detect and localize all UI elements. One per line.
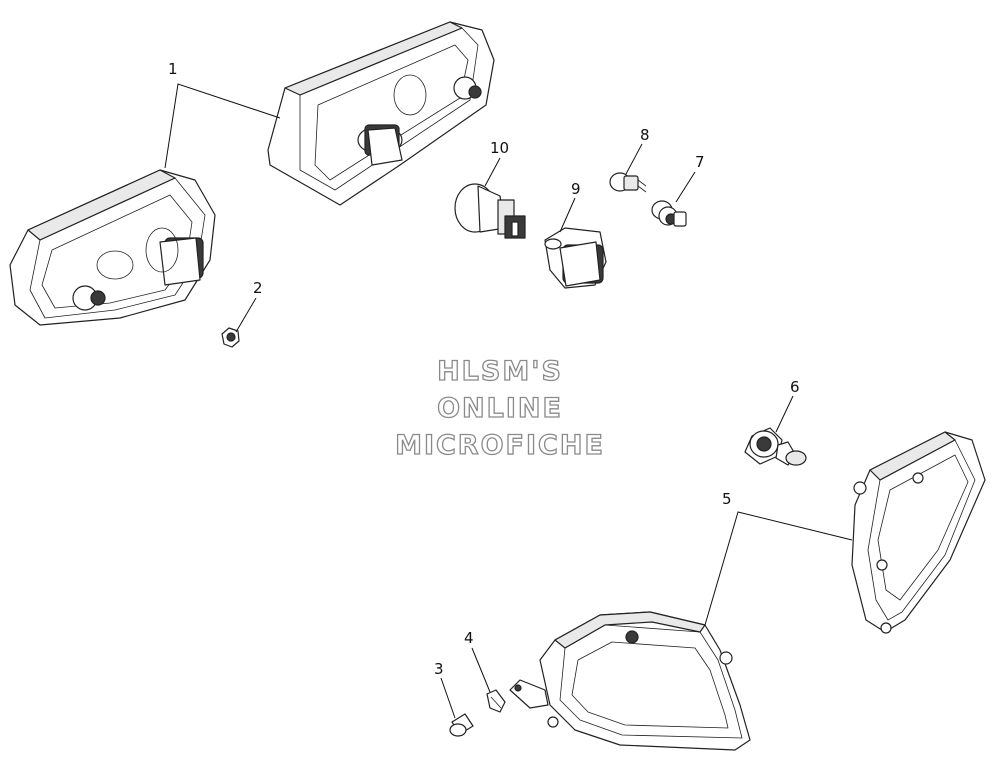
tail-light-assembly-lower [9, 169, 216, 326]
leader-8 [625, 143, 643, 175]
headlight-assembly-lower [509, 611, 751, 751]
watermark-line-1: HLSM'S [437, 356, 563, 387]
tail-light-assembly-upper [267, 21, 495, 206]
leader-1 [164, 83, 281, 169]
callout-5: 5 [722, 490, 732, 508]
watermark-line-3: MICROFICHE [395, 430, 605, 461]
headlight-bulb-part [744, 427, 807, 466]
callout-10: 10 [490, 139, 509, 157]
watermark: HLSM'S ONLINE MICROFICHE [394, 355, 605, 461]
callout-4: 4 [464, 629, 474, 647]
bulb-socket-part [544, 227, 607, 289]
nut-part [221, 327, 240, 348]
callout-8: 8 [640, 126, 650, 144]
screw-part [449, 713, 474, 737]
leader-9 [559, 197, 576, 233]
leader-2 [235, 297, 257, 333]
callout-numbers: 1 2 3 4 5 6 7 8 9 10 [168, 60, 800, 678]
callout-7: 7 [695, 153, 705, 171]
leader-4 [471, 647, 491, 693]
bulb-large-part [454, 183, 526, 239]
callout-9: 9 [571, 180, 581, 198]
wedge-socket-part [651, 200, 687, 227]
clip-part [486, 689, 506, 713]
bulb-small-part [609, 172, 647, 193]
callout-6: 6 [790, 378, 800, 396]
callout-2: 2 [253, 279, 263, 297]
leader-5 [704, 511, 853, 626]
watermark-line-2: ONLINE [437, 393, 563, 424]
leader-6 [775, 395, 794, 433]
callout-3: 3 [434, 660, 444, 678]
leader-lines [164, 83, 853, 719]
headlight-assembly-right [851, 431, 986, 634]
leader-7 [675, 171, 696, 203]
leader-3 [440, 677, 456, 719]
callout-1: 1 [168, 60, 178, 78]
leader-10 [484, 157, 501, 187]
